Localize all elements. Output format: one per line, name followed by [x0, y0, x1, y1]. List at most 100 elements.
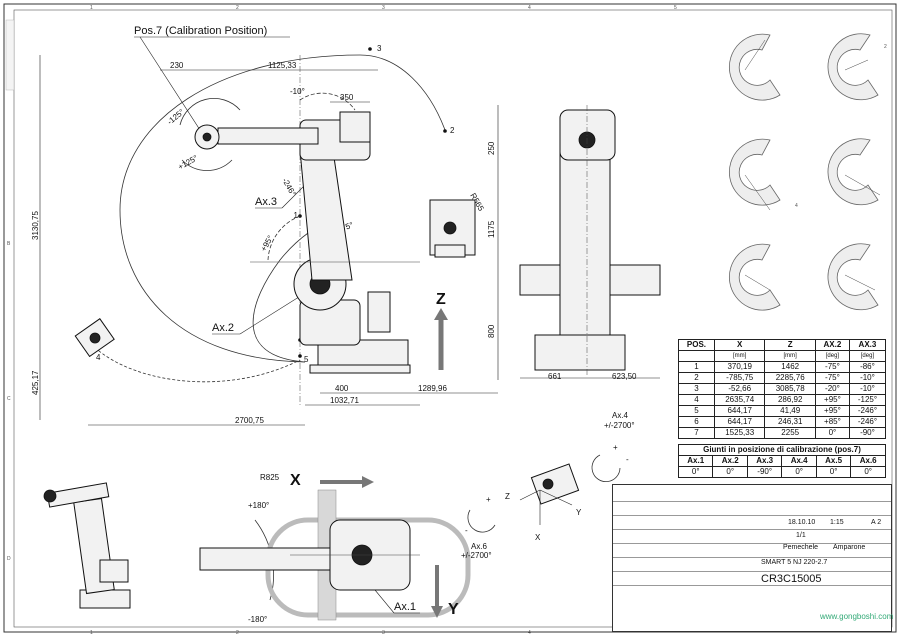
checked-field: Amparone [833, 544, 866, 551]
unit-cell: [deg] [848, 350, 887, 362]
header-cell: Ax.1 [677, 455, 714, 467]
calibration-callout: Pos.7 (Calibration Position) [134, 25, 290, 131]
svg-text:D: D [7, 556, 11, 562]
svg-text:4: 4 [96, 353, 101, 362]
cell: 644,17 [713, 405, 766, 417]
drawn-field: Pemechele [783, 544, 819, 551]
title-block: 18.10.10 1:15 A 2 1/1 Pemechele Amparone… [612, 484, 892, 632]
cell: 2635,74 [713, 394, 766, 406]
svg-text:R825: R825 [260, 473, 280, 482]
model-field: SMART 5 NJ 220-2.7 [761, 559, 828, 566]
robot-plan-view: X Y Ax.1 [199, 472, 471, 621]
cell: 3 [678, 383, 715, 395]
cell: -10° [848, 372, 887, 384]
svg-text:3: 3 [377, 44, 382, 53]
header-cell: AX.2 [814, 339, 850, 351]
cell: -125° [848, 394, 887, 406]
header-cell: X [713, 339, 766, 351]
svg-text:2: 2 [236, 5, 239, 11]
cell: 0° [850, 466, 886, 478]
header-cell: POS. [678, 339, 715, 351]
svg-text:3: 3 [382, 5, 385, 11]
table-row: 5 644,17 41,49 +95° -246° [678, 405, 887, 417]
table-row: 3 -52,66 3085,78 -20° -10° [678, 383, 887, 395]
cell: 41,49 [764, 405, 816, 417]
svg-text:230: 230 [170, 61, 184, 70]
svg-text:3130,75: 3130,75 [31, 211, 40, 240]
cell: -75° [814, 372, 850, 384]
table-row: 1 370,19 1462 -75° -86° [678, 361, 887, 373]
robot-side-view [194, 111, 420, 374]
header-cell: Ax.6 [850, 455, 886, 467]
svg-text:Y: Y [576, 508, 582, 517]
calibration-values-row: 0° 0° -90° 0° 0° 0° [677, 466, 886, 478]
positions-table: POS. X Z AX.2 AX.3 [mm] [mm] [deg] [deg]… [678, 339, 887, 439]
calibration-header-row: Ax.1 Ax.2 Ax.3 Ax.4 Ax.5 Ax.6 [677, 455, 886, 467]
svg-text:C: C [7, 396, 11, 402]
cell: -10° [848, 383, 887, 395]
table-row: 2 -785,75 2285,76 -75° -10° [678, 372, 887, 384]
svg-text:425,17: 425,17 [31, 370, 40, 395]
svg-text:1: 1 [90, 630, 93, 636]
svg-text:-180°: -180° [248, 615, 267, 624]
date-field: 18.10.10 [788, 519, 816, 526]
svg-text:Ax.4: Ax.4 [612, 411, 629, 420]
sheet-border [3, 3, 897, 633]
svg-text:5: 5 [304, 355, 309, 364]
cell: 286,92 [764, 394, 816, 406]
svg-text:623,50: 623,50 [612, 372, 637, 381]
svg-text:-: - [626, 455, 629, 464]
inner-frame [13, 9, 893, 628]
cell: 1 [678, 361, 715, 373]
drawing-code: CR3C15005 [761, 573, 822, 585]
cell: 644,17 [713, 416, 766, 428]
cell: 0° [815, 466, 852, 478]
svg-text:+/-2700°: +/-2700° [461, 551, 492, 560]
calibration-table: Giunti in posizione di calibrazione (pos… [677, 444, 886, 478]
svg-text:5: 5 [674, 5, 677, 11]
table-row: 6 644,17 246,31 +85° -246° [678, 416, 887, 428]
axis-callouts: Ax.3 Ax.2 [212, 179, 311, 335]
svg-text:800: 800 [487, 324, 496, 338]
cell: 5 [678, 405, 715, 417]
svg-text:+: + [613, 443, 618, 452]
cell: 7 [678, 427, 715, 439]
svg-text:Z: Z [505, 492, 510, 501]
scale-field: 1:15 [830, 519, 844, 526]
cell: 370,19 [713, 361, 766, 373]
svg-text:Z: Z [436, 291, 446, 308]
svg-text:Y: Y [448, 601, 459, 618]
svg-text:1032,71: 1032,71 [330, 396, 359, 405]
cell: 6 [678, 416, 715, 428]
cell: 246,31 [764, 416, 816, 428]
svg-text:3: 3 [382, 630, 385, 636]
header-cell: AX.3 [848, 339, 887, 351]
svg-text:2: 2 [884, 44, 887, 50]
wrist-view-top [429, 199, 476, 258]
header-cell: Ax.3 [746, 455, 783, 467]
svg-text:1289,96: 1289,96 [418, 384, 447, 393]
unit-cell: [mm] [713, 350, 766, 362]
cell: -246° [848, 405, 887, 417]
revision-strip [5, 19, 15, 91]
cell: -90° [848, 427, 887, 439]
svg-text:+95°: +95° [259, 234, 275, 253]
cell: 2255 [764, 427, 816, 439]
svg-text:2: 2 [450, 126, 455, 135]
dimension-labels: 230 1125,33 350 250 1175 800 400 1289,96… [31, 61, 637, 482]
svg-text:1125,33: 1125,33 [268, 61, 297, 70]
svg-text:Ax.6: Ax.6 [471, 542, 488, 551]
unit-cell [678, 350, 715, 362]
header-cell: Ax.5 [815, 455, 852, 467]
unit-cell: [deg] [814, 350, 850, 362]
svg-text:1175: 1175 [487, 220, 496, 238]
cell: 4 [678, 394, 715, 406]
svg-text:X: X [535, 533, 541, 542]
cell: -86° [848, 361, 887, 373]
svg-text:4: 4 [795, 203, 798, 209]
cell: -75° [814, 361, 850, 373]
sheet-field: 1/1 [796, 532, 806, 539]
svg-text:Ax.1: Ax.1 [394, 601, 416, 613]
svg-text:Ax.2: Ax.2 [212, 322, 234, 334]
header-cell: Z [764, 339, 816, 351]
